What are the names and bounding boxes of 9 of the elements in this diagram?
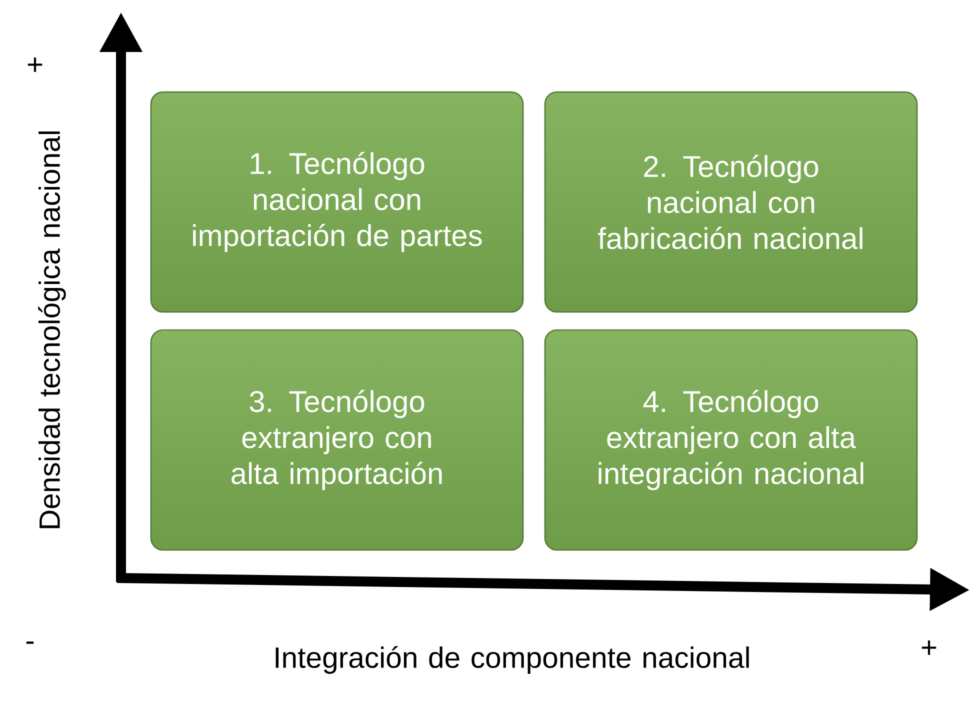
quadrant-box: 1. Tecnólogo nacional con importación de partes [150, 91, 524, 313]
quadrant-box: 3. Tecnólogo extranjero con alta importación [150, 329, 524, 551]
quadrant-box: 2. Tecnólogo nacional con fabricación nacional [544, 91, 918, 313]
axis-label: Integración de componente nacional [276, 646, 749, 674]
minus-sign: - [26, 642, 34, 644]
plus-sign: + [922, 640, 936, 655]
plus-sign: + [28, 58, 42, 72]
axis-label: Densidad tecnológica nacional [38, 132, 66, 528]
quadrant-box: 4. Tecnólogo extranjero con alta integración nacional [544, 329, 918, 551]
